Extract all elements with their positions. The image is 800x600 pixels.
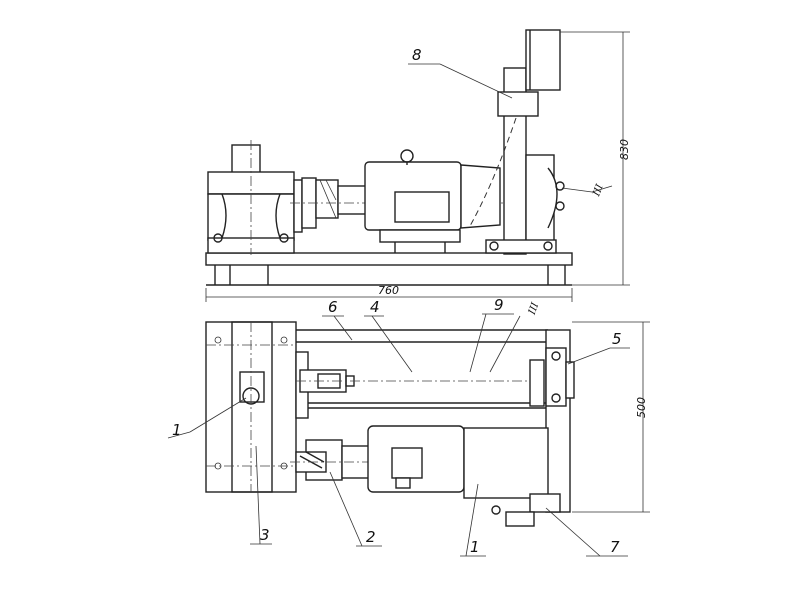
item-7-clamp [529,493,561,513]
leader-3 [255,445,261,545]
motor-fan-cover [460,164,501,229]
motor-eyebolt-icon [400,149,414,163]
dimension-500: 500 [635,397,648,418]
shaft-block [239,371,265,403]
leader-8 [439,63,513,99]
top-view: 500 6 4 9 III 5 1 3 2 1 [167,296,650,557]
label-6: 6 [328,298,338,316]
label-iii-top: III [527,300,542,317]
item-8-block [497,91,539,117]
gearbox-top-cap [231,144,261,174]
motor-fan-top [463,427,549,499]
disc-right [529,359,545,407]
leader-1-left [189,397,247,433]
motor-terminal-box [394,191,450,223]
base-beam [205,252,573,266]
leader-5 [567,347,611,365]
leader-7 [545,507,601,557]
leader-2 [329,471,363,547]
leader-6 [333,315,353,341]
dimension-830: 830 [618,139,631,160]
side-view: 8 III 830 760 [205,29,631,302]
motor-mount [379,229,461,243]
leader-1-bottom [465,483,479,557]
leader-4 [371,315,413,373]
label-5: 5 [612,330,622,348]
coupling-plate [293,179,303,233]
post-top-block [525,29,561,91]
coupling [315,179,339,219]
leader-9 [469,313,487,373]
dimension-760: 760 [378,284,399,297]
label-1-left: 1 [172,421,182,439]
label-1-bottom: 1 [470,538,480,556]
label-9: 9 [494,296,504,314]
post-foot [485,239,557,254]
label-7: 7 [610,538,620,556]
label-4: 4 [370,298,380,316]
label-3: 3 [260,526,270,544]
terminal-box-top [391,447,423,479]
label-2: 2 [366,528,376,546]
label-8: 8 [412,46,422,64]
label-iii-side: III [591,182,606,199]
